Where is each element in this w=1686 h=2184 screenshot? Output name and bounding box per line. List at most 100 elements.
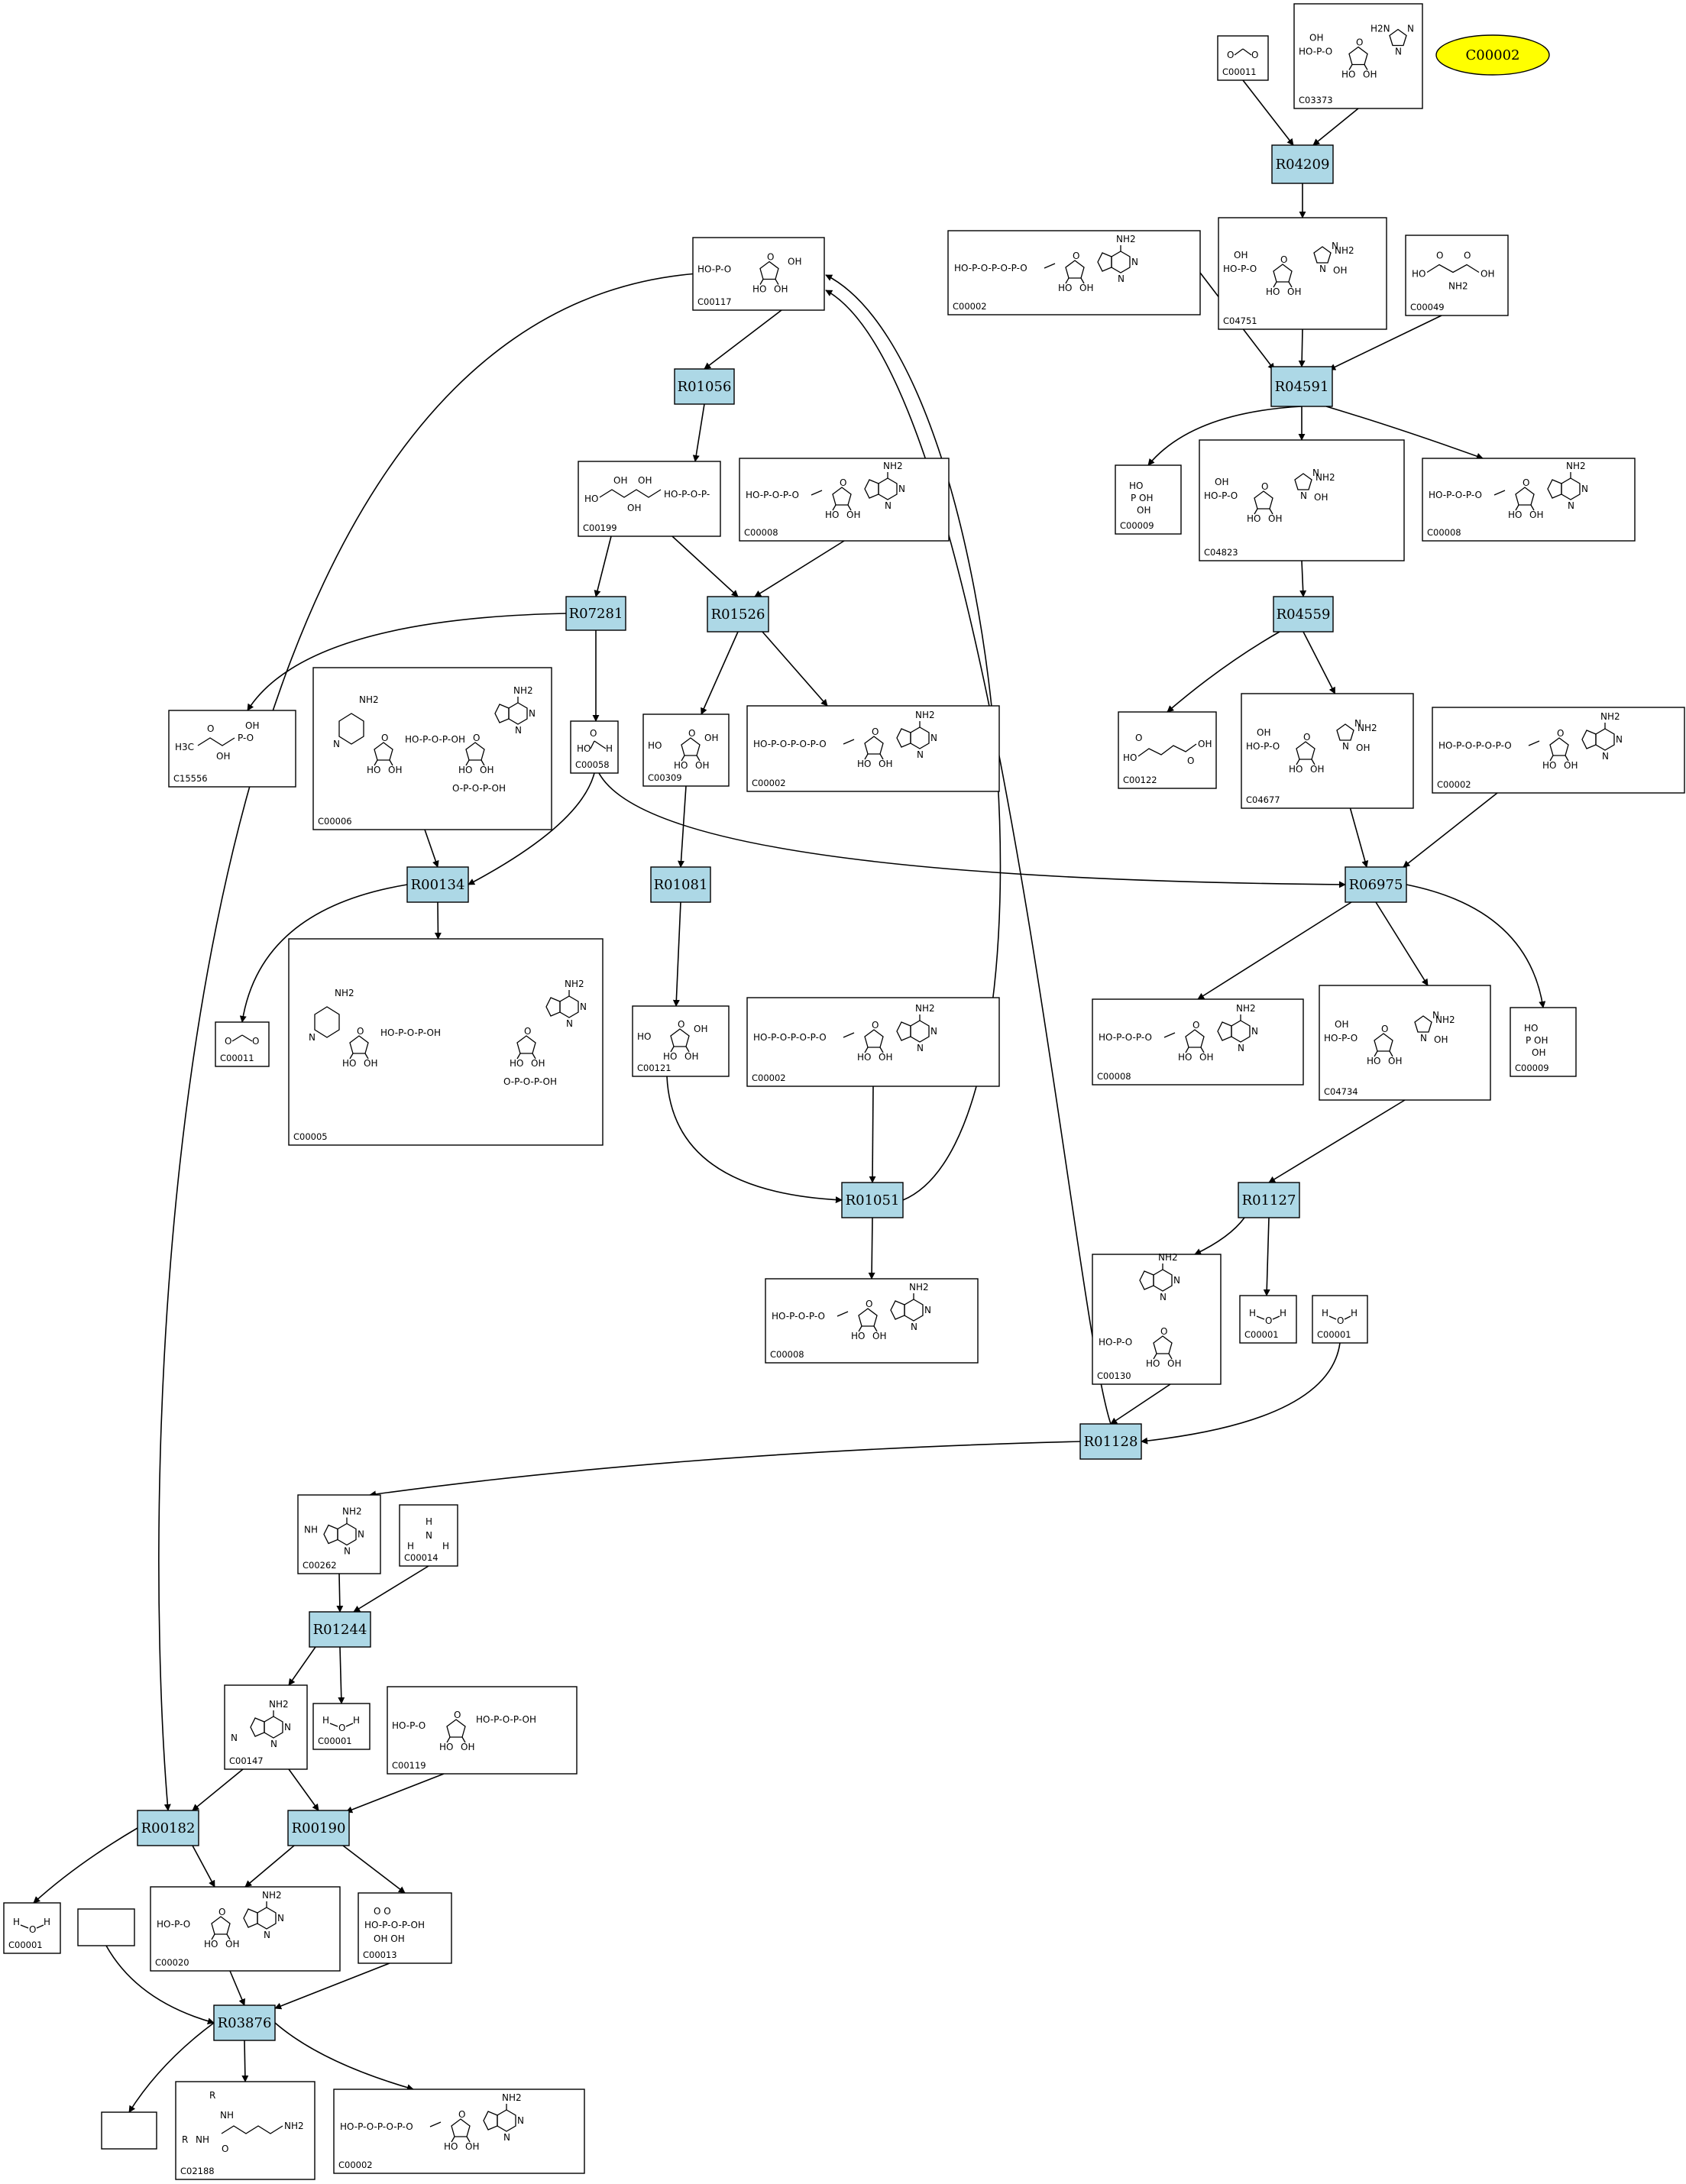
- reaction-edge: [353, 1565, 429, 1613]
- reaction-node-r06975[interactable]: R06975: [1345, 866, 1407, 903]
- reaction-node-r04209[interactable]: R04209: [1271, 144, 1334, 184]
- svg-text:O: O: [454, 1710, 461, 1720]
- svg-text:OH: OH: [1532, 1047, 1545, 1058]
- svg-text:HO-P-O: HO-P-O: [697, 264, 731, 275]
- reaction-edge: [692, 403, 705, 462]
- compound-id: C00121: [637, 1063, 671, 1073]
- reaction-node-r01127[interactable]: R01127: [1238, 1182, 1300, 1218]
- reaction-edge: [105, 1945, 215, 2025]
- svg-text:O: O: [218, 1907, 225, 1917]
- svg-text:HO: HO: [1266, 286, 1280, 297]
- svg-text:OH: OH: [364, 1058, 377, 1069]
- reaction-node-r07281[interactable]: R07281: [565, 596, 626, 631]
- highlighted-compound-ellipse[interactable]: C00002: [1435, 34, 1550, 76]
- svg-text:H: H: [426, 1516, 432, 1527]
- reaction-node-r01526[interactable]: R01526: [707, 596, 769, 633]
- compound-id: C00008: [1427, 527, 1461, 538]
- svg-text:N: N: [917, 1043, 924, 1053]
- reaction-node-r00190[interactable]: R00190: [287, 1810, 350, 1846]
- svg-text:OH: OH: [480, 765, 494, 775]
- reaction-node-r01244[interactable]: R01244: [309, 1611, 371, 1648]
- svg-text:OH: OH: [225, 1939, 239, 1949]
- svg-text:HO: HO: [1178, 1052, 1192, 1063]
- svg-text:N: N: [930, 733, 937, 743]
- reaction-node-r00182[interactable]: R00182: [137, 1810, 199, 1846]
- reaction-node-r01081[interactable]: R01081: [650, 866, 711, 903]
- svg-text:NH2: NH2: [1600, 711, 1620, 722]
- reaction-node-r01051[interactable]: R01051: [841, 1182, 904, 1218]
- reaction-node-r00134[interactable]: R00134: [406, 866, 469, 903]
- reaction-node-r03876[interactable]: R03876: [213, 2004, 276, 2041]
- svg-text:OH: OH: [1234, 250, 1248, 260]
- reaction-edge: [1268, 1099, 1406, 1183]
- svg-text:NH: NH: [196, 2134, 209, 2145]
- reaction-edge: [869, 1086, 876, 1183]
- svg-text:OH: OH: [695, 760, 709, 771]
- reaction-edge: [345, 1773, 445, 1814]
- svg-text:NH2: NH2: [335, 988, 354, 998]
- svg-text:N: N: [284, 1722, 291, 1733]
- reaction-node-r04559[interactable]: R04559: [1273, 596, 1334, 633]
- svg-text:N: N: [1395, 47, 1402, 57]
- svg-text:OH: OH: [1564, 760, 1578, 771]
- reaction-label: R01127: [1242, 1192, 1296, 1208]
- compound-node-empty-b[interactable]: [101, 2111, 157, 2150]
- compound-id: C00009: [1120, 520, 1154, 531]
- compound-id: C00006: [318, 816, 352, 827]
- compound-id: C00199: [583, 523, 617, 533]
- reaction-node-r01056[interactable]: R01056: [674, 368, 735, 405]
- reaction-node-r01128[interactable]: R01128: [1079, 1423, 1142, 1460]
- reaction-node-r04591[interactable]: R04591: [1270, 366, 1333, 407]
- compound-id: C00013: [363, 1949, 397, 1960]
- reaction-edge: [158, 273, 694, 1811]
- svg-text:N: N: [924, 1305, 931, 1315]
- reaction-label: R01051: [846, 1192, 900, 1208]
- svg-text:NH2: NH2: [1566, 461, 1586, 471]
- compound-id: C00014: [404, 1552, 438, 1563]
- svg-text:HO-P-O: HO-P-O: [1299, 47, 1332, 57]
- svg-text:OH: OH: [1268, 513, 1282, 524]
- compound-node-empty-a[interactable]: [77, 1908, 135, 1946]
